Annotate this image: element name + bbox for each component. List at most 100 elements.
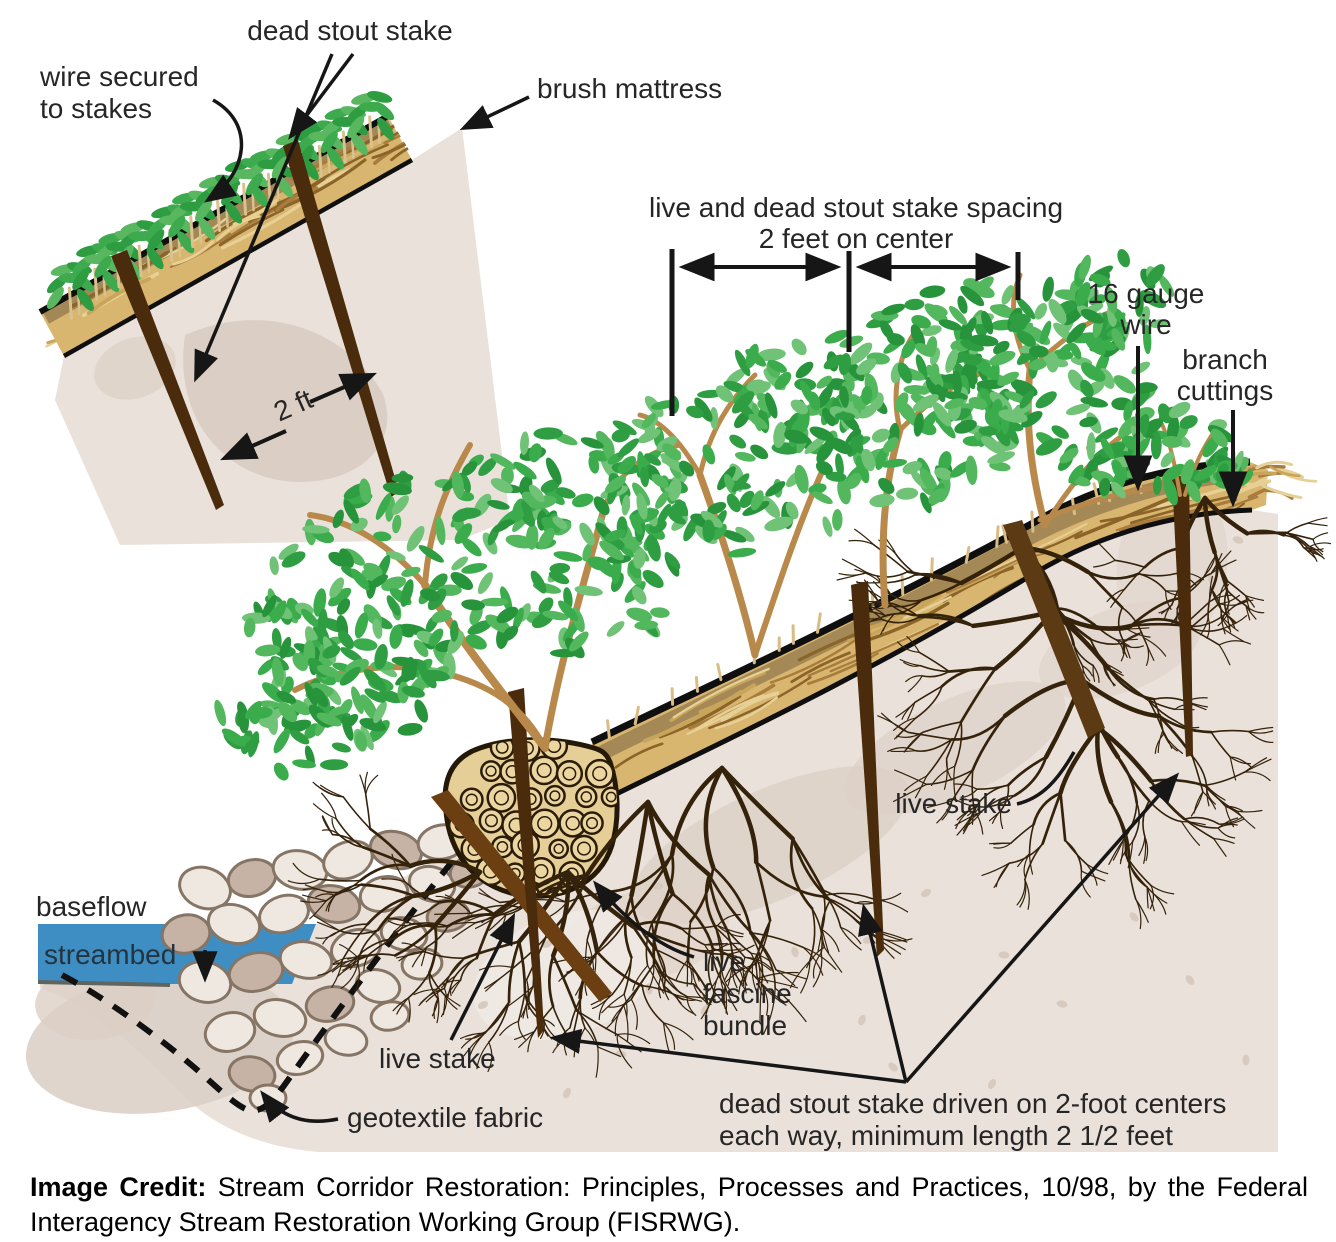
root [789,960,811,989]
leaf [278,701,298,723]
root [1010,823,1035,844]
leaf [342,713,359,729]
root [1126,627,1150,630]
leaf [1139,290,1167,309]
rock [203,1011,257,1053]
leaf [969,334,999,347]
leaf [1153,475,1162,495]
seedling-leaf [94,255,112,278]
root [1245,595,1265,601]
leaf [993,340,1010,355]
root [420,946,427,967]
leaf [871,428,890,443]
leaf [882,458,907,468]
root [1028,823,1035,855]
leaf [926,364,944,388]
root [1081,665,1091,682]
twig [694,676,699,693]
root [704,944,719,962]
root [1157,729,1164,754]
leaf [372,618,383,639]
root [1202,791,1217,810]
leaf [465,634,487,650]
leaf [292,759,316,769]
root [396,997,410,1015]
leaf [808,391,821,411]
root [757,919,771,962]
root [882,613,895,632]
leaf [882,437,899,454]
root [903,661,921,667]
leaf [896,487,919,500]
leaf [700,510,723,528]
leaf [990,360,1000,386]
root [954,783,978,790]
root [1183,816,1220,825]
root [1225,580,1230,604]
root [1147,698,1176,711]
inset-dead-stake-left [111,250,224,510]
leaf [406,525,425,552]
leaf [646,534,661,562]
root [1120,642,1144,649]
root [1222,601,1230,619]
leaf [289,699,311,716]
leaf [1131,361,1151,375]
speckle [1185,975,1195,985]
bundle-log [570,834,598,863]
root [674,994,695,1015]
leaf [336,598,351,615]
leaf [1179,415,1198,430]
label-baseflow: baseflow [36,891,147,922]
root [337,833,364,848]
branch-stroke [829,623,939,673]
root [822,889,857,904]
root [616,1034,633,1069]
root [485,1001,510,1033]
root [623,993,628,1017]
leaf [420,588,440,602]
root [887,747,917,753]
root [907,701,916,720]
leaf [674,499,689,520]
root [318,878,362,882]
leaf [354,612,369,639]
speckle [858,1014,866,1026]
leaf [352,638,378,651]
leaf [368,574,389,589]
leaf [500,586,513,612]
root [411,869,483,899]
bundle-log [575,785,598,809]
leaf [545,457,562,485]
twig [633,705,640,726]
root [1128,856,1137,900]
root [331,959,344,988]
seedling-stem [77,294,81,316]
leaf [750,490,764,511]
leaf [804,435,827,455]
root [812,952,822,979]
root [1245,531,1288,535]
leaf [501,466,514,485]
root [411,946,427,968]
root [393,916,409,933]
root [703,765,725,870]
branch-stroke [274,158,367,212]
leaf [662,443,682,461]
leaf [816,375,832,389]
branch-stroke [806,651,879,686]
leaf [856,358,877,375]
leaf [948,305,968,326]
root [312,781,344,798]
leaf [637,428,661,444]
leaf [835,453,844,477]
root [899,658,921,667]
bundle-log [548,838,570,860]
root [354,963,360,992]
leaf [651,473,669,489]
leaf [989,461,1011,472]
leaf [1123,400,1134,422]
label-fascine-2: fascine [703,978,792,1009]
root [993,842,1012,849]
